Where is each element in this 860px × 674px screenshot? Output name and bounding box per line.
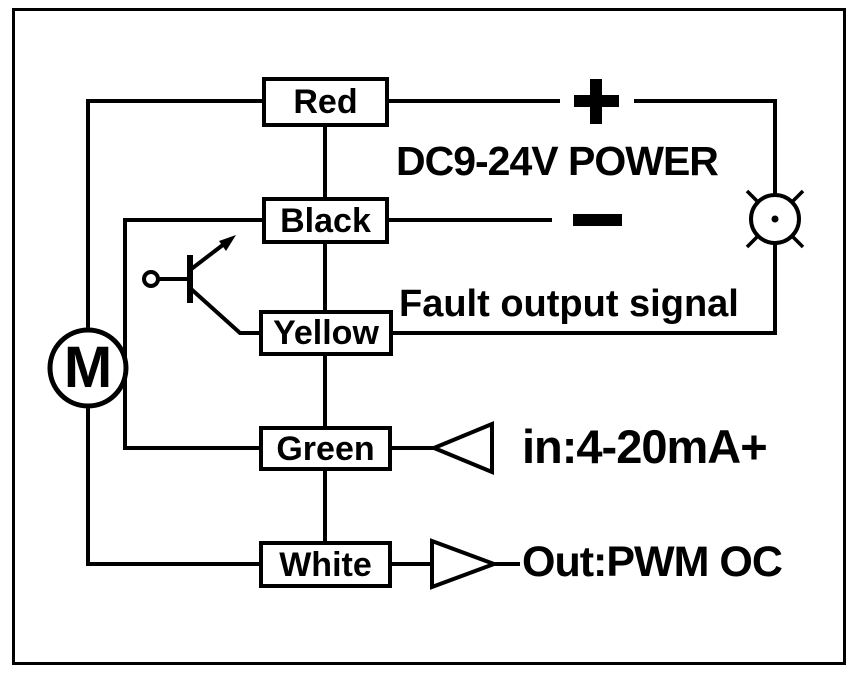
output-arrow-icon (430, 538, 500, 590)
positive-symbol (574, 79, 619, 124)
positive-lamp-wire (634, 99, 777, 197)
lamp-icon (745, 189, 805, 249)
wire-box-black: Black (262, 197, 389, 244)
wire-box-white: White (259, 541, 392, 588)
negative-symbol (573, 214, 622, 226)
power-label: DC9-24V POWER (396, 138, 719, 184)
red-motor-white-wire (86, 99, 262, 566)
transistor-icon (142, 235, 262, 335)
pwm-output-label: Out:PWM OC (522, 538, 783, 586)
yellow-fault-wire (392, 243, 777, 335)
fault-signal-label: Fault output signal (399, 283, 739, 325)
black-green-wire (123, 218, 262, 450)
wire-box-yellow: Yellow (259, 310, 393, 356)
wire-box-red: Red (262, 77, 389, 127)
wire-box-green: Green (259, 426, 392, 471)
motor-label: M (63, 335, 113, 401)
input-arrow-icon (428, 421, 494, 475)
motor-circle (47, 327, 129, 409)
diagram-border (12, 8, 846, 665)
analog-input-label: in:4-20mA+ (522, 420, 768, 473)
